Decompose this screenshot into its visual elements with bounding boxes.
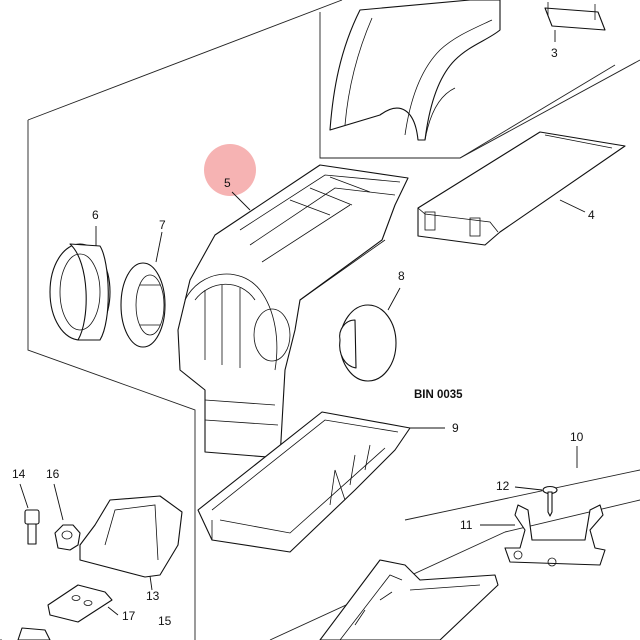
- callout-7[interactable]: 7: [159, 218, 166, 232]
- part-retaining-ring: [120, 231, 166, 348]
- part-bracket-small: [544, 2, 606, 42]
- callout-11[interactable]: 11: [460, 518, 473, 532]
- callout-10[interactable]: 10: [570, 430, 584, 444]
- callout-8[interactable]: 8: [398, 269, 405, 283]
- callout-15[interactable]: 15: [158, 614, 172, 628]
- reference-code: BIN 0035: [414, 389, 463, 401]
- part-side-panel: [417, 131, 626, 246]
- callout-13[interactable]: 13: [146, 589, 160, 603]
- part-main-console: [177, 164, 409, 459]
- part-lower-housing: [319, 559, 499, 640]
- part-bolt: [19, 483, 40, 545]
- part-ring-large: [49, 226, 111, 341]
- callout-5[interactable]: 5: [224, 176, 231, 190]
- callout-3[interactable]: 3: [551, 46, 558, 60]
- part-round-cap: [339, 287, 401, 382]
- part-nut: [53, 483, 81, 551]
- callout-5-highlight[interactable]: [204, 144, 256, 196]
- callout-4[interactable]: 4: [588, 208, 595, 222]
- part-cover-top: [329, 0, 501, 141]
- callout-17[interactable]: 17: [122, 609, 136, 623]
- callout-9[interactable]: 9: [452, 421, 459, 435]
- callout-12[interactable]: 12: [496, 479, 510, 493]
- callout-16[interactable]: 16: [46, 467, 60, 481]
- callout-14[interactable]: 14: [12, 467, 26, 481]
- part-screw: [514, 485, 558, 517]
- part-plate: [47, 584, 119, 623]
- part-mounting-bracket: [480, 504, 606, 567]
- part-storage-tray: [197, 411, 445, 553]
- part-corner-15: [17, 627, 51, 640]
- part-bracket-13: [79, 495, 183, 591]
- callout-6[interactable]: 6: [92, 208, 99, 222]
